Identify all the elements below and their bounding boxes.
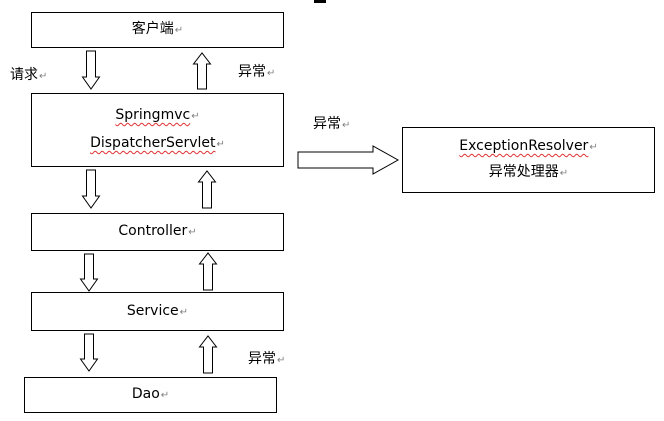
exception-label-resolver: 异常↵ (313, 116, 351, 132)
dao-box: Dao↵ (24, 377, 277, 413)
top-edge-mark (314, 0, 326, 3)
request-label: 请求↵ (10, 67, 48, 83)
client-label: 客户端 (131, 21, 174, 37)
resolver-line2: 异常处理器 (488, 164, 559, 180)
down-arrow-dao (79, 333, 99, 372)
controller-box: Controller↵ (31, 213, 284, 251)
paragraph-mark: ↵ (559, 168, 569, 179)
dispatcher-line1: Springmvc (115, 107, 191, 123)
dao-label: Dao (131, 386, 160, 402)
down-arrow-request (81, 50, 101, 90)
paragraph-mark: ↵ (188, 227, 197, 238)
down-arrow-controller (81, 169, 101, 209)
down-arrow-service (79, 253, 99, 292)
dispatcher-line2: DispatcherServlet (90, 135, 216, 151)
paragraph-mark: ↵ (216, 139, 225, 150)
right-arrow-exception-resolver (297, 145, 400, 175)
up-arrow-controller (198, 252, 218, 291)
paragraph-mark: ↵ (191, 111, 200, 122)
service-box: Service↵ (31, 292, 284, 331)
service-label: Service (126, 302, 179, 319)
paragraph-mark: ↵ (179, 306, 189, 318)
exception-label-dao: 异常↵ (248, 351, 286, 367)
up-arrow-exception-client (192, 52, 212, 90)
paragraph-mark: ↵ (160, 390, 170, 401)
up-arrow-dispatcher (197, 170, 217, 209)
paragraph-mark: ↵ (589, 142, 598, 153)
up-arrow-service (198, 335, 218, 374)
paragraph-mark: ↵ (174, 25, 184, 36)
controller-label: Controller (118, 223, 188, 239)
client-box: 客户端↵ (31, 12, 284, 48)
exception-label-client: 异常↵ (238, 64, 276, 80)
resolver-line1: ExceptionResolver (459, 138, 589, 154)
dispatcher-servlet-box: Springmvc↵ DispatcherServlet↵ (31, 93, 284, 167)
exception-resolver-box: ExceptionResolver↵ 异常处理器↵ (402, 127, 655, 193)
